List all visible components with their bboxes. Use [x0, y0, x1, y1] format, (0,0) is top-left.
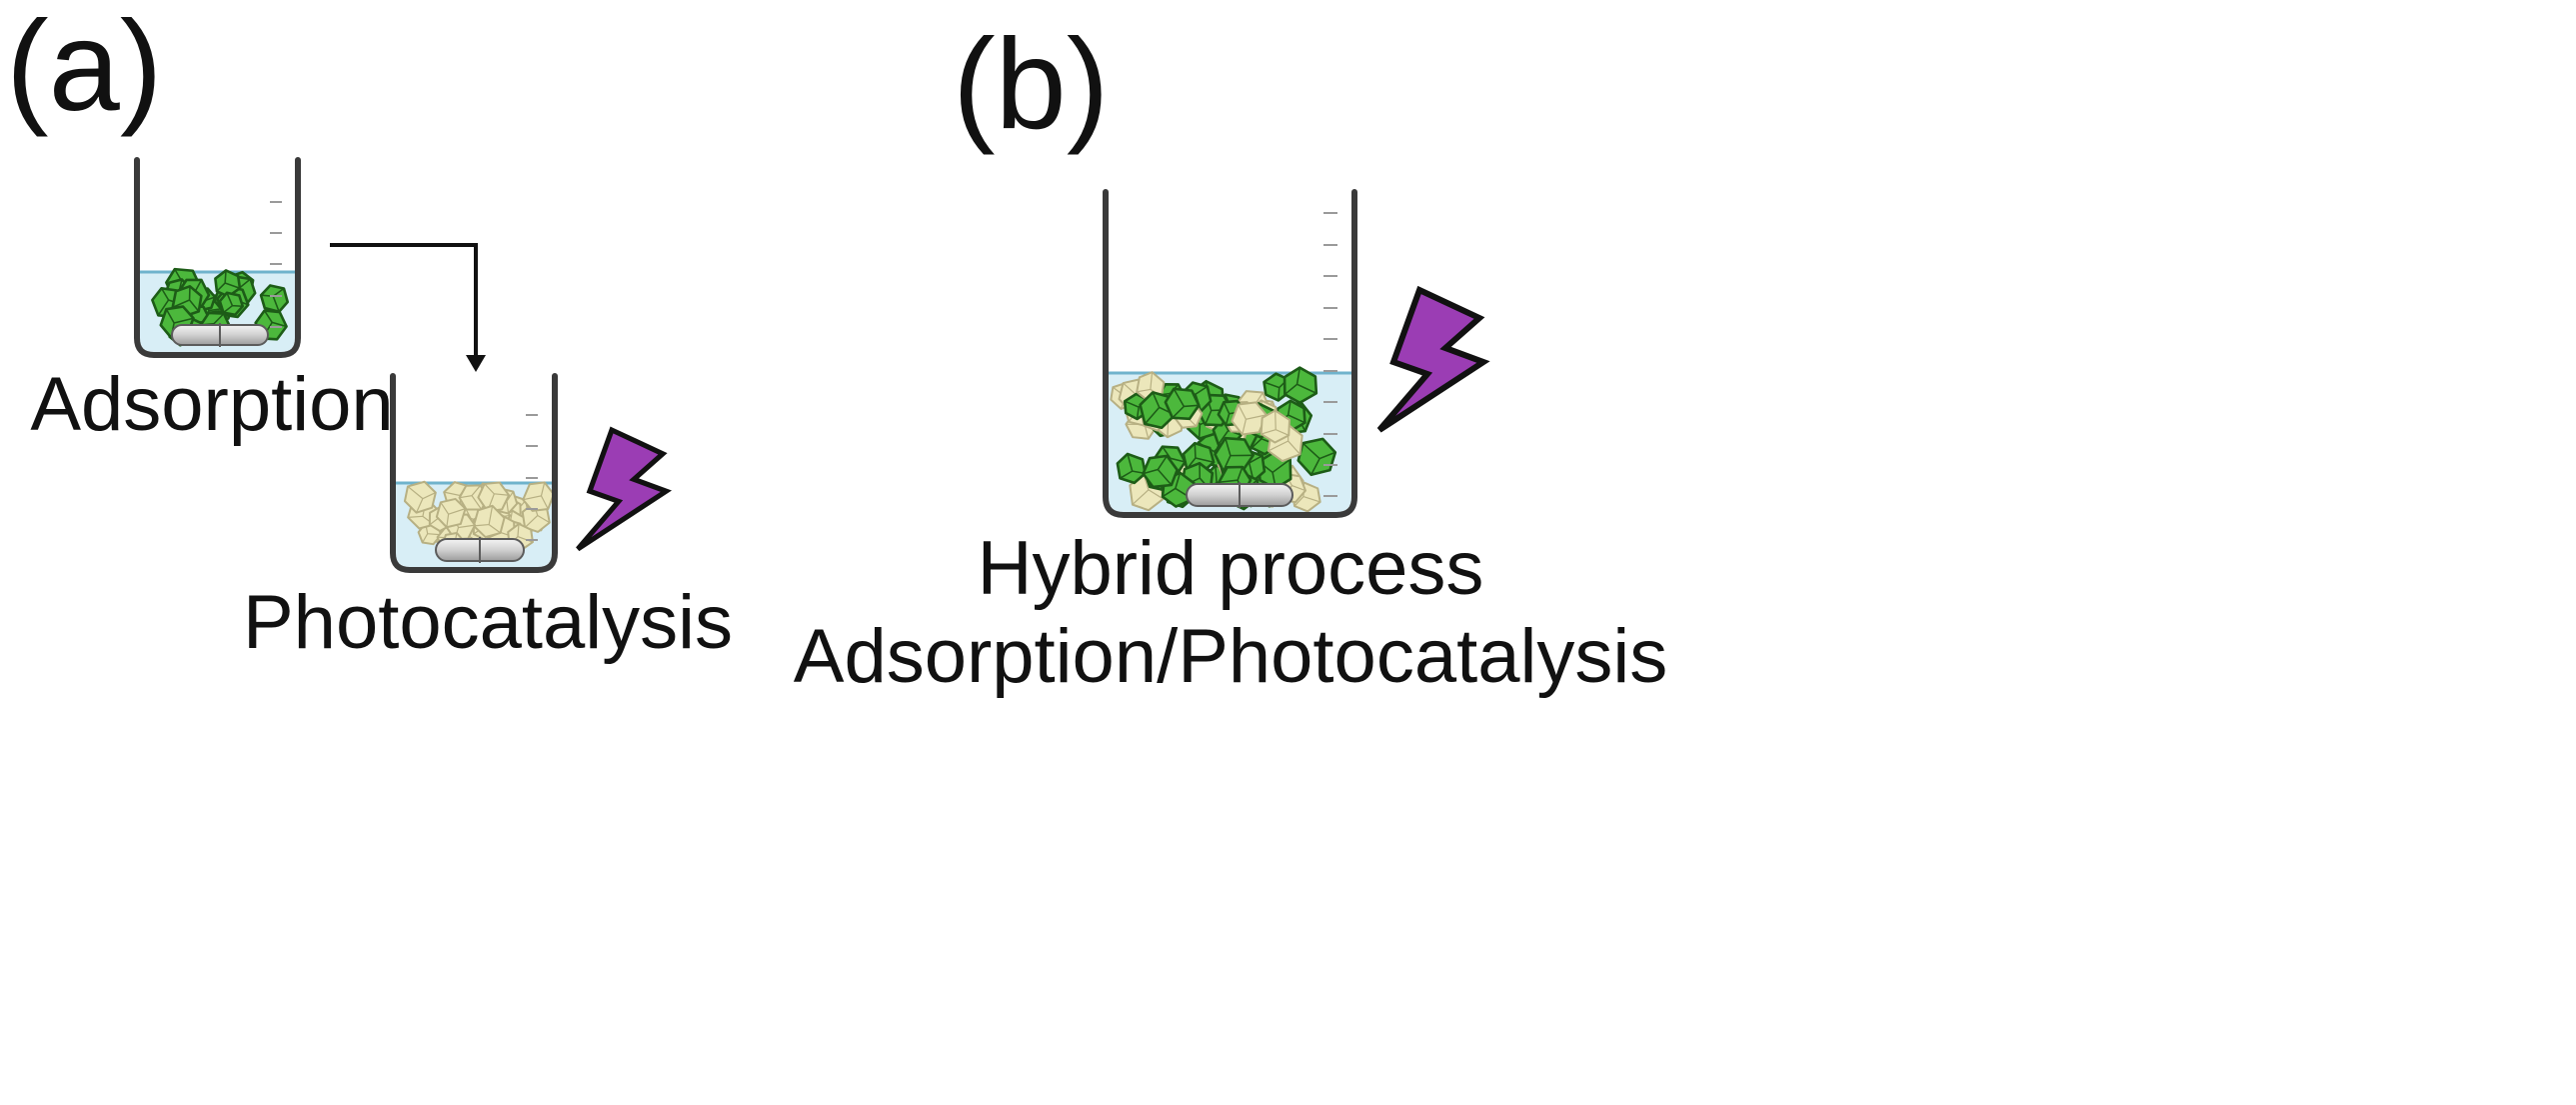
- adsorbent-crystal: [214, 269, 242, 298]
- panel-b-label: (b): [953, 13, 1109, 156]
- adsorbent-crystal: [1283, 366, 1318, 405]
- photocatalyst-crystal: [522, 481, 555, 512]
- photocatalyst-crystal: [435, 497, 467, 529]
- photocatalyst-crystal: [1260, 409, 1291, 444]
- lightning-bolt-icon: [576, 426, 673, 552]
- adsorbent-crystal: [1142, 454, 1179, 489]
- adsorbent-crystal: [1164, 387, 1201, 421]
- photocatalyst-crystal: [403, 480, 437, 514]
- stir-bar-icon: [171, 323, 269, 347]
- hybrid-beaker: [1103, 189, 1357, 518]
- photocatalysis-caption: Photocatalysis: [243, 580, 733, 665]
- hybrid-caption-line1: Hybrid process: [978, 526, 1484, 611]
- graduation-marks: [526, 414, 538, 541]
- transfer-arrow: [330, 243, 486, 372]
- panel-a-label: (a): [6, 0, 162, 138]
- stir-bar-icon: [1186, 482, 1293, 508]
- adsorption-caption: Adsorption: [30, 362, 393, 447]
- graduation-marks: [270, 201, 282, 328]
- lightning-bolt-icon: [1376, 285, 1490, 433]
- photocatalysis-beaker: [390, 373, 558, 573]
- adsorption-beaker: [134, 157, 301, 358]
- adsorbent-crystal: [1214, 436, 1255, 474]
- graduation-marks: [1323, 212, 1337, 497]
- stir-bar-icon: [435, 537, 525, 563]
- hybrid-caption-line2: Adsorption/Photocatalysis: [794, 614, 1667, 699]
